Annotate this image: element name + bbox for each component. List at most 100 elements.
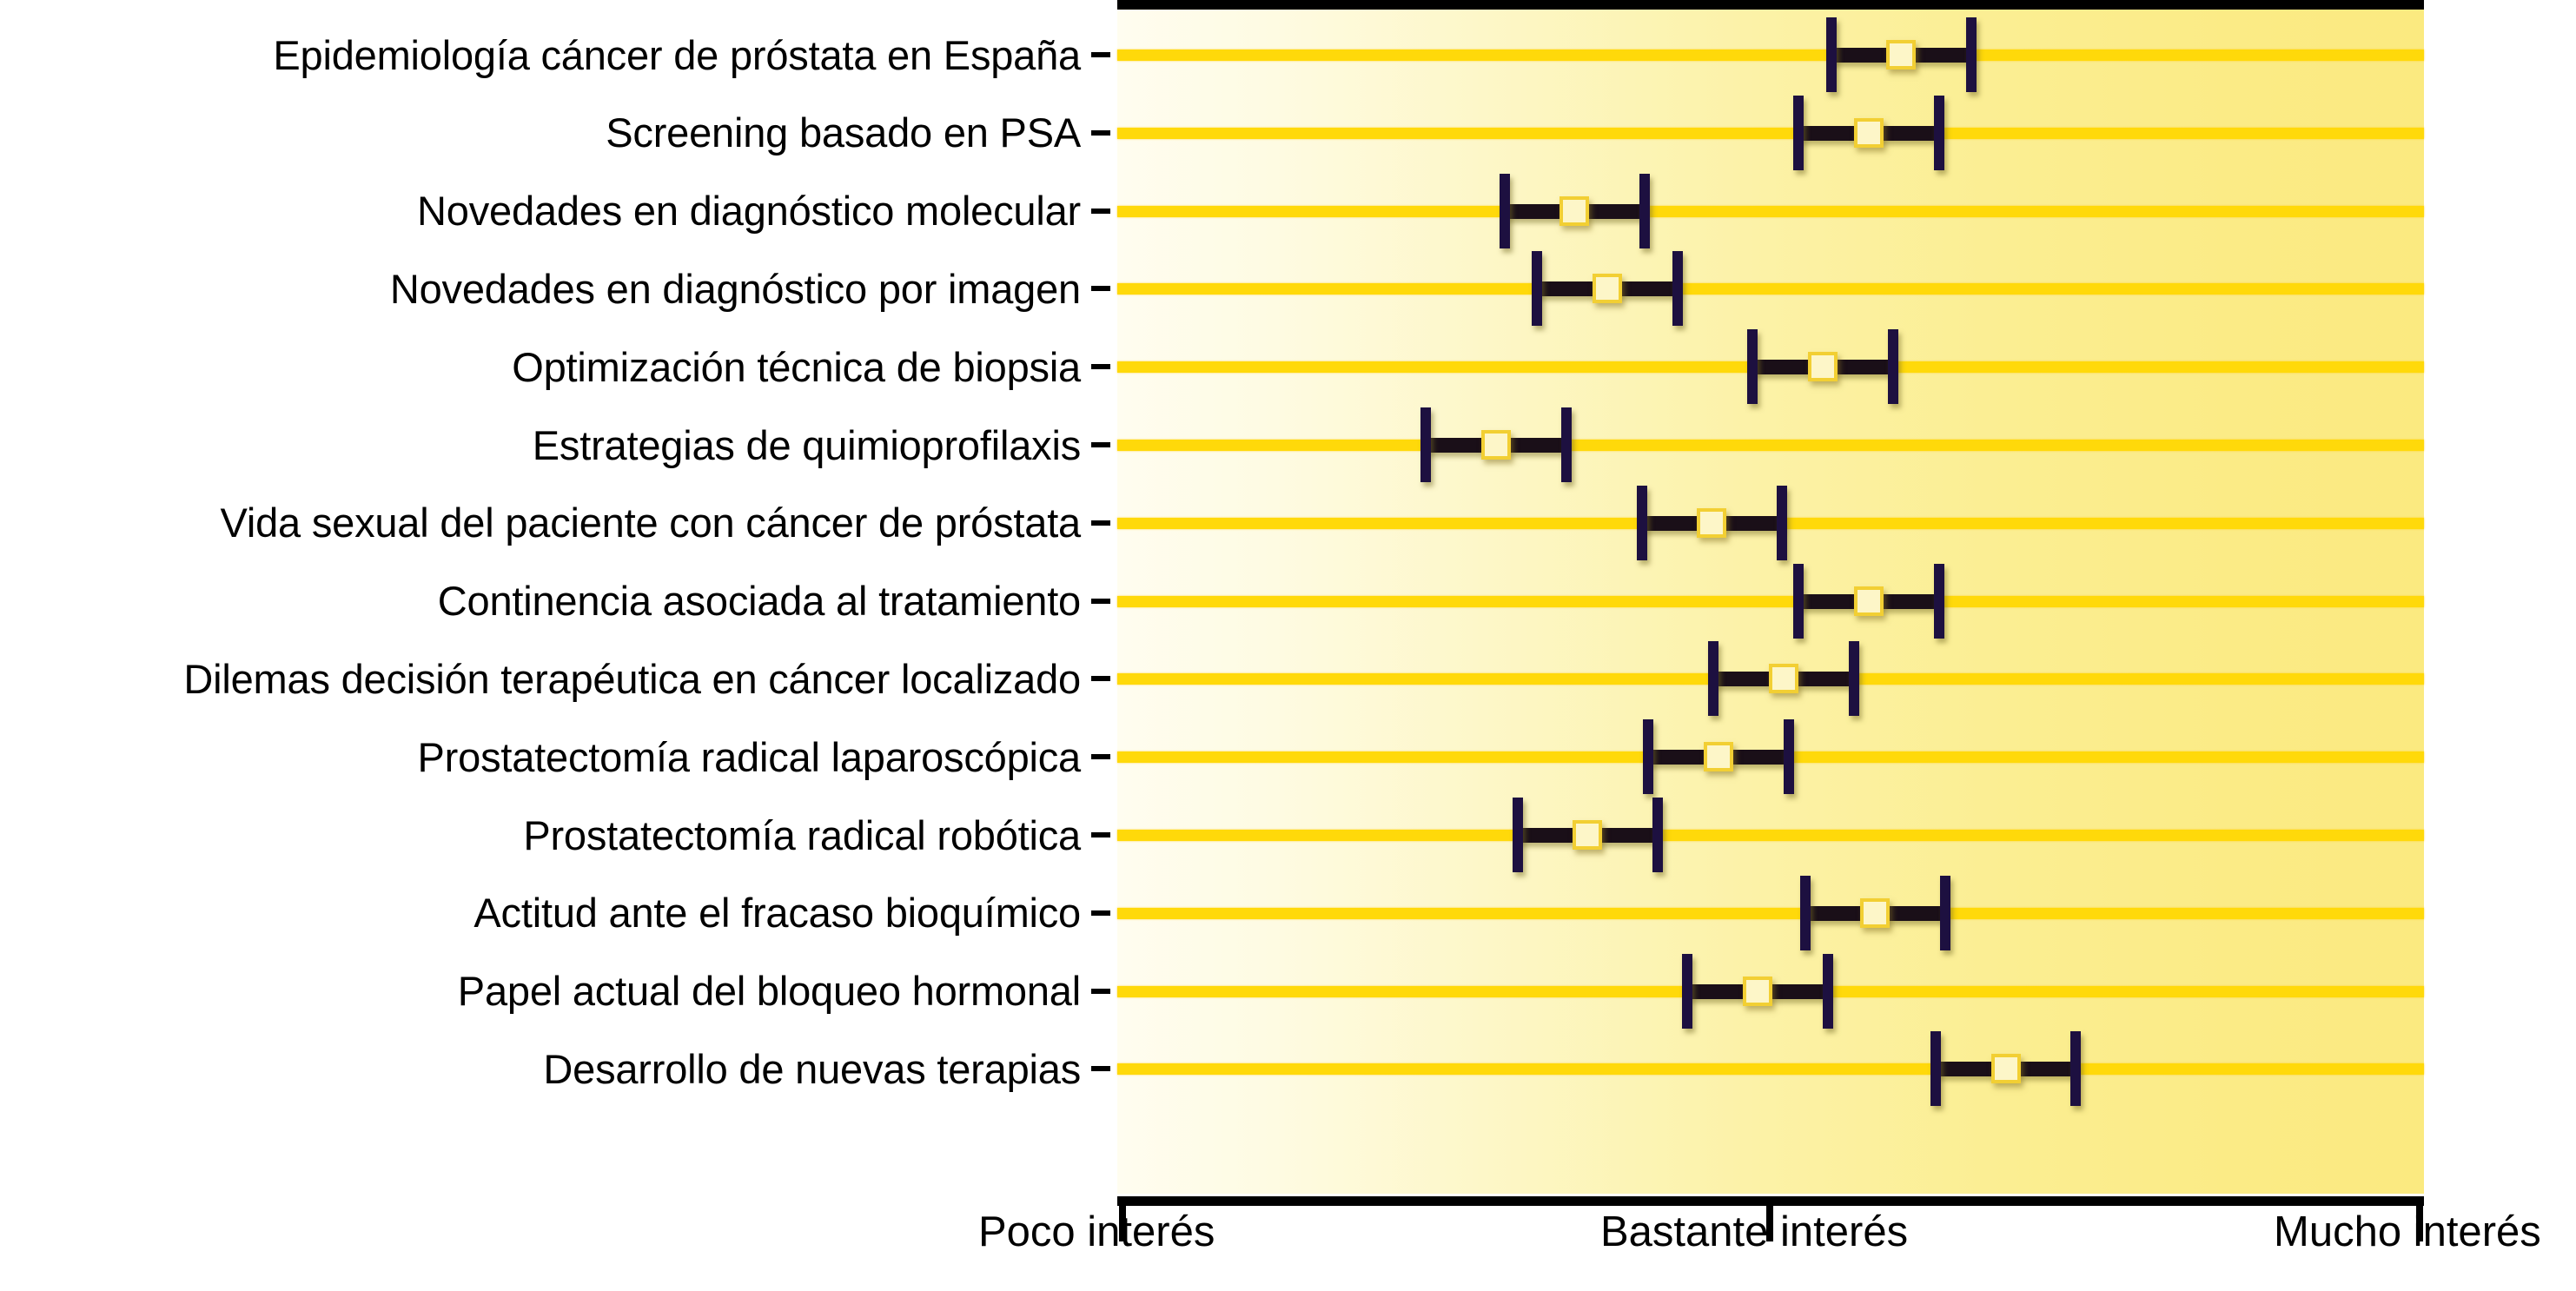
ci-lower-cap bbox=[1499, 173, 1510, 248]
ci-lower-cap bbox=[1636, 485, 1647, 560]
category-label-row: Novedades en diagnóstico molecular bbox=[0, 183, 1117, 239]
ci-upper-cap bbox=[1848, 641, 1859, 717]
category-tick-mark bbox=[1091, 442, 1110, 447]
ci-upper-cap bbox=[1940, 875, 1951, 950]
mean-marker bbox=[1697, 507, 1727, 538]
mean-marker bbox=[1886, 40, 1917, 70]
category-label: Continencia asociada al tratamiento bbox=[437, 578, 1081, 625]
category-label: Novedades en diagnóstico molecular bbox=[417, 188, 1081, 235]
mean-marker bbox=[1990, 1054, 2021, 1084]
category-label-row: Prostatectomía radical robótica bbox=[0, 807, 1117, 863]
category-label-row: Optimización técnica de biopsia bbox=[0, 339, 1117, 394]
ci-lower-cap bbox=[1420, 407, 1432, 482]
ci-upper-cap bbox=[1672, 251, 1683, 327]
x-tick-mid bbox=[1766, 1196, 1773, 1241]
gridline bbox=[1117, 127, 2424, 139]
category-label: Prostatectomía radical robótica bbox=[523, 811, 1081, 858]
x-tick-left bbox=[1119, 1196, 1126, 1241]
category-axis: Epidemiología cáncer de próstata en Espa… bbox=[0, 0, 1117, 1199]
category-tick-mark bbox=[1091, 754, 1110, 760]
category-label: Dilemas decisión terapéutica en cáncer l… bbox=[183, 655, 1081, 702]
category-label: Desarrollo de nuevas terapias bbox=[543, 1045, 1081, 1092]
category-label: Screening basado en PSA bbox=[606, 109, 1081, 156]
category-label: Epidemiología cáncer de próstata en Espa… bbox=[273, 31, 1081, 78]
ci-lower-cap bbox=[1532, 251, 1543, 327]
category-label: Estrategias de quimioprofilaxis bbox=[532, 421, 1081, 468]
mean-marker bbox=[1742, 976, 1772, 1006]
category-tick-mark bbox=[1091, 1066, 1110, 1072]
mean-marker bbox=[1703, 742, 1733, 772]
category-tick-mark bbox=[1091, 520, 1110, 526]
category-tick-mark bbox=[1091, 676, 1110, 682]
category-label: Optimización técnica de biopsia bbox=[512, 343, 1081, 390]
ci-lower-cap bbox=[1512, 798, 1523, 872]
ci-upper-cap bbox=[1933, 95, 1944, 170]
plot-top-border bbox=[1117, 0, 2424, 10]
ci-upper-cap bbox=[1933, 563, 1944, 639]
category-label: Vida sexual del paciente con cáncer de p… bbox=[220, 500, 1082, 546]
ci-lower-cap bbox=[1793, 563, 1805, 639]
ci-upper-cap bbox=[1822, 953, 1833, 1029]
category-label-row: Estrategias de quimioprofilaxis bbox=[0, 417, 1117, 473]
category-tick-mark bbox=[1091, 52, 1110, 57]
category-label-row: Dilemas decisión terapéutica en cáncer l… bbox=[0, 651, 1117, 706]
ci-lower-cap bbox=[1708, 641, 1719, 717]
mean-marker bbox=[1573, 820, 1603, 850]
gridline bbox=[1117, 283, 2424, 295]
gridline bbox=[1117, 440, 2424, 451]
category-label-row: Epidemiología cáncer de próstata en Espa… bbox=[0, 27, 1117, 83]
plot-area bbox=[1117, 0, 2424, 1194]
mean-marker bbox=[1560, 195, 1590, 226]
ci-upper-cap bbox=[1652, 798, 1664, 872]
category-label-row: Screening basado en PSA bbox=[0, 105, 1117, 161]
ci-lower-cap bbox=[1825, 17, 1837, 92]
gridline bbox=[1117, 907, 2424, 919]
gridline bbox=[1117, 50, 2424, 61]
category-tick-mark bbox=[1091, 988, 1110, 994]
gridline bbox=[1117, 1063, 2424, 1076]
category-label-row: Actitud ante el fracaso bioquímico bbox=[0, 885, 1117, 941]
gridline bbox=[1117, 595, 2424, 607]
mean-marker bbox=[1481, 430, 1512, 460]
x-tick-right bbox=[2416, 1196, 2423, 1241]
x-tick-label-mucho: Mucho interés bbox=[2274, 1208, 2541, 1255]
gridline bbox=[1117, 205, 2424, 217]
ci-upper-cap bbox=[1887, 329, 1898, 405]
gridline bbox=[1117, 830, 2424, 841]
category-label-row: Vida sexual del paciente con cáncer de p… bbox=[0, 495, 1117, 551]
category-label: Prostatectomía radical laparoscópica bbox=[417, 733, 1082, 780]
ci-upper-cap bbox=[2070, 1031, 2082, 1107]
category-label-row: Novedades en diagnóstico por imagen bbox=[0, 261, 1117, 316]
ci-lower-cap bbox=[1930, 1031, 1941, 1107]
category-tick-mark bbox=[1091, 286, 1110, 292]
category-tick-mark bbox=[1091, 208, 1110, 214]
category-label: Novedades en diagnóstico por imagen bbox=[389, 265, 1081, 312]
category-label: Papel actual del bloqueo hormonal bbox=[457, 968, 1081, 1015]
ci-upper-cap bbox=[1560, 407, 1572, 482]
ci-upper-cap bbox=[1777, 485, 1788, 560]
ci-lower-cap bbox=[1793, 95, 1805, 170]
x-tick-label-poco: Poco interés bbox=[978, 1208, 1215, 1255]
ci-lower-cap bbox=[1747, 329, 1758, 405]
mean-marker bbox=[1853, 586, 1884, 616]
category-label-row: Desarrollo de nuevas terapias bbox=[0, 1041, 1117, 1096]
mean-marker bbox=[1593, 274, 1622, 304]
mean-marker bbox=[1808, 352, 1838, 382]
category-label-row: Prostatectomía radical laparoscópica bbox=[0, 729, 1117, 785]
category-label: Actitud ante el fracaso bioquímico bbox=[473, 890, 1081, 937]
ci-upper-cap bbox=[1639, 173, 1651, 248]
category-tick-mark bbox=[1091, 598, 1110, 604]
ci-upper-cap bbox=[1783, 719, 1794, 795]
category-tick-mark bbox=[1091, 129, 1110, 136]
ci-lower-cap bbox=[1682, 953, 1693, 1029]
ci-upper-cap bbox=[1966, 17, 1977, 92]
ci-lower-cap bbox=[1643, 719, 1654, 795]
category-tick-mark bbox=[1091, 832, 1110, 837]
mean-marker bbox=[1853, 117, 1884, 148]
ci-lower-cap bbox=[1799, 875, 1811, 950]
mean-marker bbox=[1769, 664, 1799, 694]
category-tick-mark bbox=[1091, 910, 1110, 916]
category-tick-mark bbox=[1091, 364, 1110, 370]
mean-marker bbox=[1860, 897, 1891, 928]
